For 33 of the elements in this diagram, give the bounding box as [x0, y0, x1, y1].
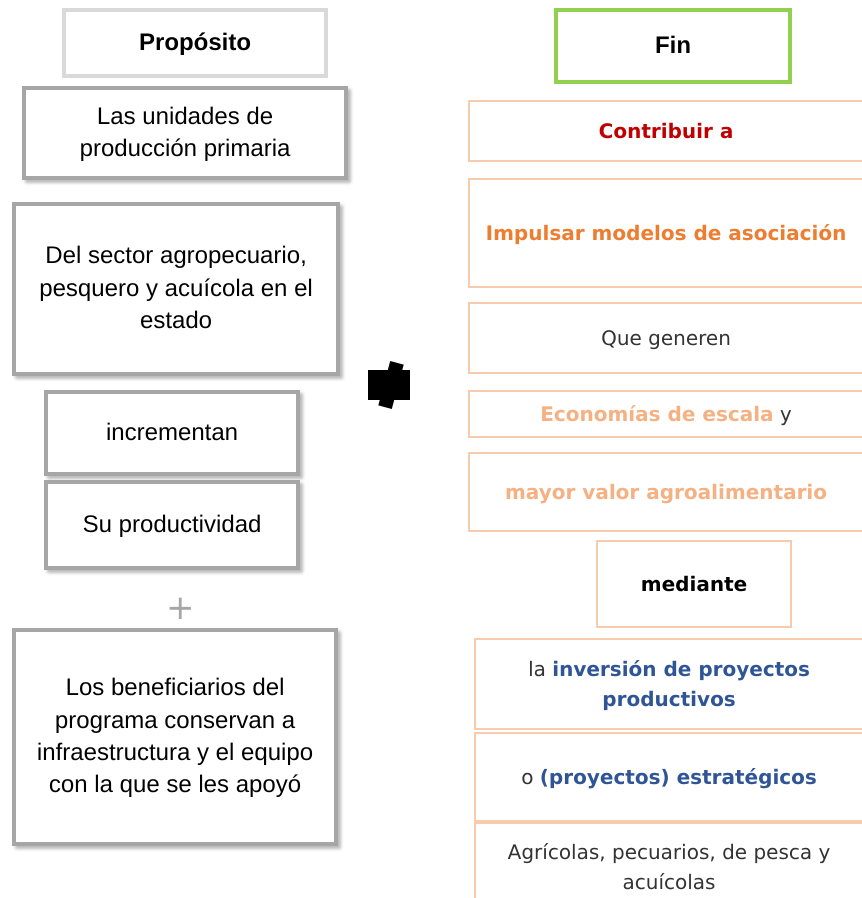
text-box: [12, 628, 338, 846]
box-text: incrementan: [106, 418, 238, 448]
text-box: [554, 8, 792, 84]
text-box: [474, 732, 862, 822]
text-box: [474, 822, 862, 898]
box-text: Del sector agropecuario, pesquero y acuícola en el estado: [38, 241, 314, 336]
text-box: [62, 8, 328, 78]
box-text: la inversión de proyectos productivos: [527, 656, 811, 713]
text-box: [468, 302, 862, 374]
text-box: [596, 540, 792, 628]
text-box: [22, 86, 348, 180]
text-box: [44, 390, 300, 476]
text-box: [474, 638, 862, 730]
box-text: Fin: [655, 30, 691, 61]
box-text: Economías de escala y: [540, 401, 792, 428]
box-text: Que generen: [601, 325, 731, 352]
box-text: o (proyectos) estratégicos: [521, 764, 817, 791]
box-text: mayor valor agroalimentario: [504, 479, 828, 506]
box-text: Su productividad: [82, 510, 262, 540]
text-box: [468, 390, 862, 438]
box-text: Los beneficiarios del programa conservan a infraestructura y el equipo con la que se les apoyó: [36, 673, 314, 800]
box-text: mediante: [640, 571, 748, 598]
box-text: Contribuir a: [598, 118, 734, 145]
text-box: [468, 452, 862, 532]
text-box: [12, 202, 340, 376]
box-text: Impulsar modelos de asociación: [486, 220, 846, 247]
text-box: [44, 480, 300, 570]
box-text: Propósito: [139, 28, 251, 58]
text-box: [468, 178, 862, 288]
box-text: Agrícolas, pecuarios, de pesca y acuícolas: [506, 839, 832, 896]
text-box: [468, 100, 862, 162]
plus-sign: +: [166, 588, 194, 628]
box-text: Las unidades de producción primaria: [78, 102, 292, 164]
